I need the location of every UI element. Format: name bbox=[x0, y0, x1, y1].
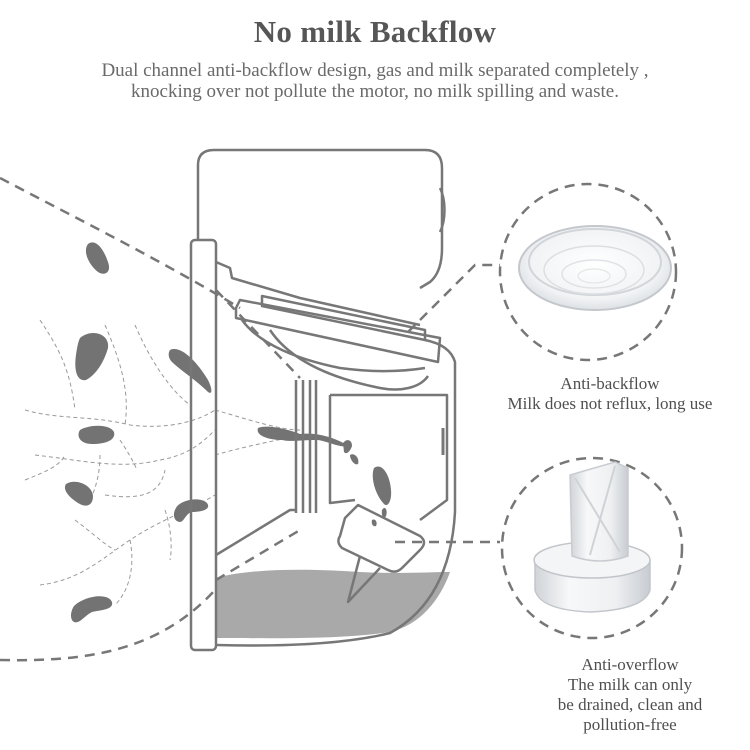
anti-overflow-caption: Anti-overflow The milk can only be drain… bbox=[520, 655, 740, 735]
caption-heading: Anti-backflow bbox=[560, 374, 660, 393]
milk-fill bbox=[215, 569, 450, 639]
subtitle-line: Dual channel anti-backflow design, gas a… bbox=[101, 60, 649, 81]
milk-drops bbox=[64, 242, 392, 623]
caption-line: The milk can only bbox=[567, 675, 693, 694]
callout-leaders bbox=[215, 263, 500, 582]
caption-line: Milk does not reflux, long use bbox=[507, 394, 713, 413]
caption-line: pollution-free bbox=[583, 715, 677, 734]
milk-ducts bbox=[24, 319, 301, 606]
subtitle-line: knocking over not pollute the motor, no … bbox=[131, 81, 619, 102]
disc-valve-image bbox=[518, 225, 672, 311]
caption-line: be drained, clean and bbox=[557, 695, 703, 714]
anti-backflow-circle bbox=[498, 182, 678, 362]
breast-outline bbox=[0, 176, 241, 662]
pump-outline bbox=[189, 148, 457, 652]
anti-overflow-circle bbox=[500, 456, 684, 640]
page-title: No milk Backflow bbox=[253, 14, 497, 49]
duckbill-valve-image bbox=[533, 461, 651, 613]
caption-heading: Anti-overflow bbox=[581, 655, 679, 674]
subtitle: Dual channel anti-backflow design, gas a… bbox=[0, 60, 750, 102]
anti-backflow-caption: Anti-backflow Milk does not reflux, long… bbox=[470, 374, 750, 414]
callout-circles bbox=[498, 182, 684, 640]
